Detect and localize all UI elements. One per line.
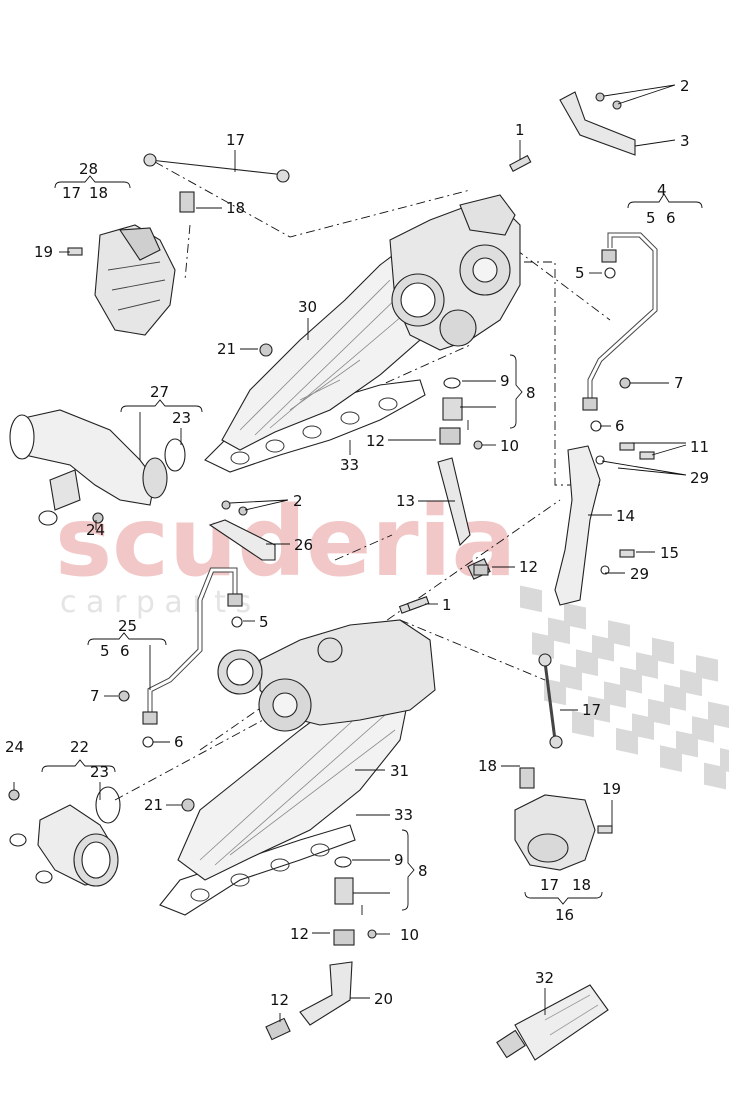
callout-4: 4 <box>657 181 667 199</box>
callout-14: 14 <box>616 507 635 525</box>
callout-8-bot: 8 <box>418 862 428 880</box>
callout-22: 22 <box>70 738 89 756</box>
callout-7-mid: 7 <box>90 687 100 705</box>
callout-6-right: 6 <box>615 417 625 435</box>
callout-13: 13 <box>396 492 415 510</box>
callout-23-top: 23 <box>172 409 191 427</box>
flag-square <box>660 745 682 772</box>
callout-5-top: 5 <box>575 264 585 282</box>
bracket-upper <box>559 91 636 156</box>
callout-5-kit-mid: 5 <box>100 642 110 660</box>
callout-10-bot: 10 <box>400 926 419 944</box>
callout-33-top: 33 <box>340 456 359 474</box>
callout-19-bot: 19 <box>602 780 621 798</box>
actuator-upper <box>67 153 290 336</box>
callout-33-bot: 33 <box>394 806 413 824</box>
callout-5-kit-top: 5 <box>646 209 656 227</box>
watermark-brand: scuderia <box>55 486 516 598</box>
bracket-middle <box>208 500 276 561</box>
callout-18-kit-bot: 18 <box>572 876 591 894</box>
flag-square <box>572 710 594 738</box>
callout-12-c: 12 <box>290 925 309 943</box>
support-bracket <box>473 442 655 606</box>
watermark-tagline: c a r p a r t s <box>60 585 251 620</box>
callout-15: 15 <box>660 544 679 562</box>
flag-square <box>704 762 726 790</box>
callout-18-kit-top: 18 <box>89 184 108 202</box>
callout-1-mid: 1 <box>442 596 452 614</box>
intake-housing-lower <box>8 786 121 887</box>
callout-12-d: 12 <box>270 991 289 1009</box>
turbocharger-lower <box>159 596 436 1041</box>
callout-9-top: 9 <box>500 372 510 390</box>
callout-2-top: 2 <box>680 77 690 95</box>
callout-24-top: 24 <box>86 521 105 539</box>
callout-5-mid: 5 <box>259 613 269 631</box>
callout-3: 3 <box>680 132 690 150</box>
turbocharger-upper <box>204 154 532 580</box>
sealant-tube-icon <box>496 984 609 1061</box>
oil-line-upper <box>582 232 658 432</box>
intake-pipe-upper <box>9 409 186 526</box>
callout-2-mid: 2 <box>293 492 303 510</box>
flag-square <box>520 585 542 613</box>
callout-21-bot: 21 <box>144 796 163 814</box>
callout-25: 25 <box>118 617 137 635</box>
oil-line-lower <box>118 567 243 748</box>
callout-9-bot: 9 <box>394 851 404 869</box>
callout-29-a: 29 <box>690 469 709 487</box>
callout-24-bot: 24 <box>5 738 24 756</box>
callout-28: 28 <box>79 160 98 178</box>
callout-10-top: 10 <box>500 437 519 455</box>
callout-labels: 1 2 3 4 5 6 5 7 6 17 28 17 18 18 19 30 2… <box>5 77 709 1009</box>
callout-6-mid: 6 <box>174 733 184 751</box>
callout-7-top: 7 <box>674 374 684 392</box>
callout-19-top: 19 <box>34 243 53 261</box>
callout-17-kit-bot: 17 <box>540 876 559 894</box>
callout-31: 31 <box>390 762 409 780</box>
callout-21-top: 21 <box>217 340 236 358</box>
callout-27: 27 <box>150 383 169 401</box>
callout-12-b: 12 <box>519 558 538 576</box>
callout-29-b: 29 <box>630 565 649 583</box>
callout-6-kit-mid: 6 <box>120 642 130 660</box>
checkered-flag-icon <box>520 585 729 790</box>
flag-square <box>532 632 554 659</box>
callout-23-bot: 23 <box>90 763 109 781</box>
callout-6-kit-top: 6 <box>666 209 676 227</box>
linkage-lower <box>538 653 563 749</box>
callout-18-top: 18 <box>226 199 245 217</box>
callout-18-mid: 18 <box>478 757 497 775</box>
actuator-lower <box>514 767 613 871</box>
callout-26: 26 <box>294 536 313 554</box>
flag-square <box>616 727 638 755</box>
callout-12-a: 12 <box>366 432 385 450</box>
callout-17-top: 17 <box>226 131 245 149</box>
callout-8-top: 8 <box>526 384 536 402</box>
callout-11: 11 <box>690 438 709 456</box>
callout-16: 16 <box>555 906 574 924</box>
callout-17-mid: 17 <box>582 701 601 719</box>
callout-1-top: 1 <box>515 121 525 139</box>
callout-30: 30 <box>298 298 317 316</box>
watermark: scuderia c a r p a r t s <box>55 486 729 790</box>
callout-17-kit-top: 17 <box>62 184 81 202</box>
callout-32: 32 <box>535 969 554 987</box>
callout-20: 20 <box>374 990 393 1008</box>
leader-lines <box>13 84 703 1022</box>
